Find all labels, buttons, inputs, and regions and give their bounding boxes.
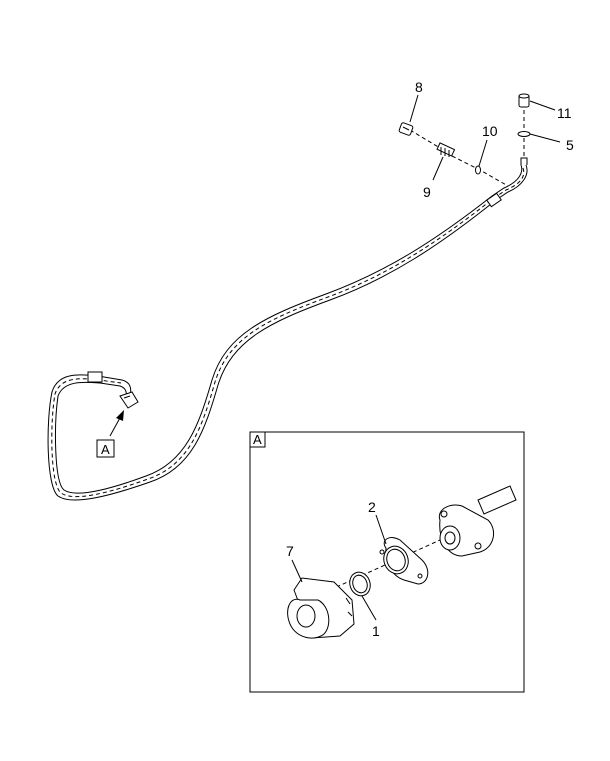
view-a-pointer: A [96, 410, 124, 458]
hose-end-fitting [119, 391, 139, 409]
callout-10: 10 [482, 123, 498, 139]
part-9-fitting: 9 [423, 142, 456, 200]
assembly-lines [409, 110, 525, 187]
part-2-gasket: 2 [368, 499, 429, 585]
callout-11: 11 [557, 105, 572, 121]
hose-assembly [47, 157, 528, 501]
detail-a-label: A [253, 432, 262, 447]
detail-view-a: A 2 1 [249, 431, 525, 693]
mounting-housing [438, 485, 517, 557]
callout-1: 1 [372, 623, 380, 639]
part-7-sleeve: 7 [286, 543, 355, 639]
view-a-label: A [101, 442, 110, 457]
part-11-plug: 11 [518, 93, 572, 121]
part-1-oring: 1 [349, 571, 380, 639]
callout-2: 2 [368, 499, 376, 515]
callout-5: 5 [566, 137, 574, 153]
callout-8: 8 [415, 79, 423, 95]
part-10-oring: 10 [475, 123, 498, 175]
part-5-oring: 5 [517, 131, 574, 153]
callout-7: 7 [286, 543, 294, 559]
part-8-cap: 8 [398, 79, 423, 136]
callout-9: 9 [423, 184, 431, 200]
